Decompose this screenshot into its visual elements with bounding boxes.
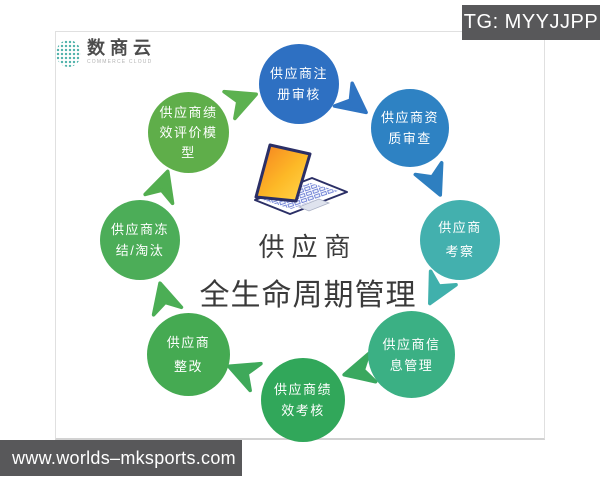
- node-rectification: 供应商 整改: [147, 313, 230, 396]
- node-label-line: 供应商绩: [159, 104, 218, 120]
- node-label-line: 整改: [173, 358, 203, 374]
- flow-arrow-icon: [222, 89, 258, 121]
- flow-arrow-icon: [332, 81, 368, 115]
- node-label-line: 册审核: [277, 87, 321, 102]
- node-registration-review: 供应商注 册审核: [259, 44, 339, 124]
- node-performance-model: 供应商绩 效评价模 型: [148, 92, 229, 173]
- node-label-line: 考察: [445, 244, 475, 259]
- flow-arrow-icon: [151, 281, 184, 317]
- node-label-line: 供应商资: [380, 110, 439, 125]
- node-inspection: 供应商 考察: [420, 200, 500, 280]
- tg-contact-badge: TG: MYYJJPP: [462, 5, 600, 40]
- node-label-line: 型: [181, 144, 196, 160]
- watermark-url: www.worlds–mksports.com: [0, 440, 242, 476]
- flow-arrow-icon: [428, 269, 458, 306]
- flow-arrow-icon: [143, 169, 175, 206]
- node-label-line: 效考核: [281, 403, 325, 418]
- node-label-line: 息管理: [389, 357, 434, 373]
- node-label-line: 效评价模: [159, 124, 218, 140]
- center-title-line2: 全生命周期管理: [199, 279, 417, 312]
- node-label-line: 供应商冻: [110, 222, 169, 237]
- node-label-line: 供应商信: [382, 336, 441, 352]
- node-label-line: 供应商: [438, 220, 482, 235]
- brand-tagline: COMMERCE CLOUD: [87, 59, 153, 65]
- node-label-line: 供应商绩: [273, 382, 332, 397]
- node-info-management: 供应商信 息管理: [368, 311, 455, 398]
- flow-arrow-icon: [227, 361, 263, 393]
- node-qualification-review: 供应商资 质审查: [371, 89, 449, 167]
- brand-name: 数商云: [87, 38, 156, 58]
- laptop-icon: [254, 143, 348, 215]
- node-label-line: 供应商: [166, 334, 211, 350]
- node-label-line: 供应商注: [269, 66, 328, 81]
- dotted-globe-icon: [56, 40, 81, 67]
- brand-text-block: 数商云 COMMERCE CLOUD: [87, 38, 156, 65]
- node-freeze-eliminate: 供应商冻 结/淘汰: [100, 200, 180, 280]
- brand-logo: 数商云 COMMERCE CLOUD: [56, 38, 156, 67]
- center-title-line1: 供应商: [258, 232, 358, 262]
- node-performance-assessment: 供应商绩 效考核: [261, 358, 345, 442]
- flow-arrow-icon: [413, 161, 444, 197]
- node-label-line: 结/淘汰: [115, 243, 165, 258]
- node-label-line: 质审查: [388, 131, 432, 146]
